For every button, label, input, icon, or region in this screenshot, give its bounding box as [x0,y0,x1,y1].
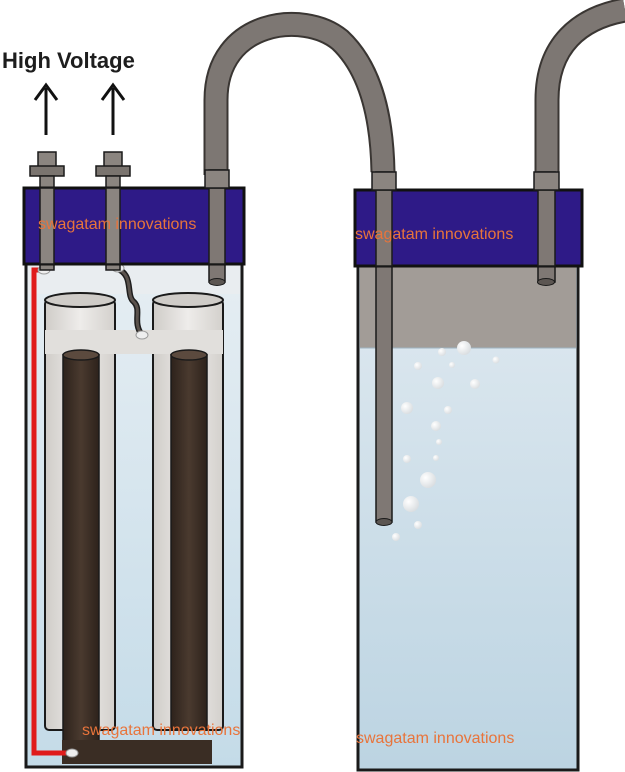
right-container [356,171,580,772]
title-high-voltage: High Voltage [2,48,135,73]
left-cap [22,186,246,266]
watermark-text: swagatam innovations [355,226,514,243]
watermark-text: swagatam innovations [82,722,241,739]
up-arrow-icon [100,82,126,135]
hose-right [534,0,625,172]
hose-left [203,11,396,175]
gas-bubbles [392,341,500,541]
up-arrow-icon [33,82,59,135]
watermark-text: swagatam innovations [356,730,515,747]
watermark-text: swagatam innovations [38,216,197,233]
left-container [24,260,244,769]
